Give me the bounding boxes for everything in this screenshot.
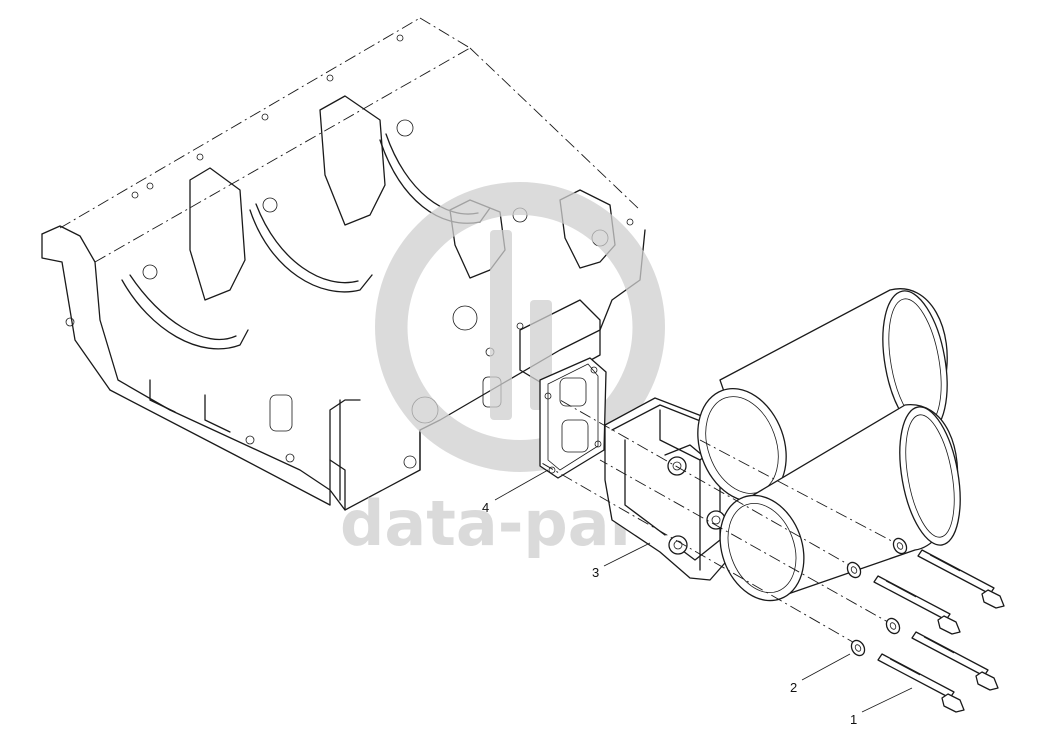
bolt (917, 549, 1005, 609)
bolts-part-1 (873, 549, 1005, 713)
callout-label-4: 4 (482, 500, 489, 515)
callout-1: 1 (850, 687, 913, 727)
bolt (877, 653, 965, 713)
callout-3: 3 (592, 542, 651, 580)
callout-2: 2 (790, 653, 851, 695)
washers-part-2 (846, 537, 908, 657)
callout-label-2: 2 (790, 680, 797, 695)
assembly-centrelines (539, 399, 906, 646)
gasket-part-4 (539, 357, 607, 479)
callout-label-3: 3 (592, 565, 599, 580)
bolt (911, 631, 999, 691)
callout-4: 4 (482, 469, 549, 515)
callout-label-1: 1 (850, 712, 857, 727)
bolt (873, 575, 961, 635)
